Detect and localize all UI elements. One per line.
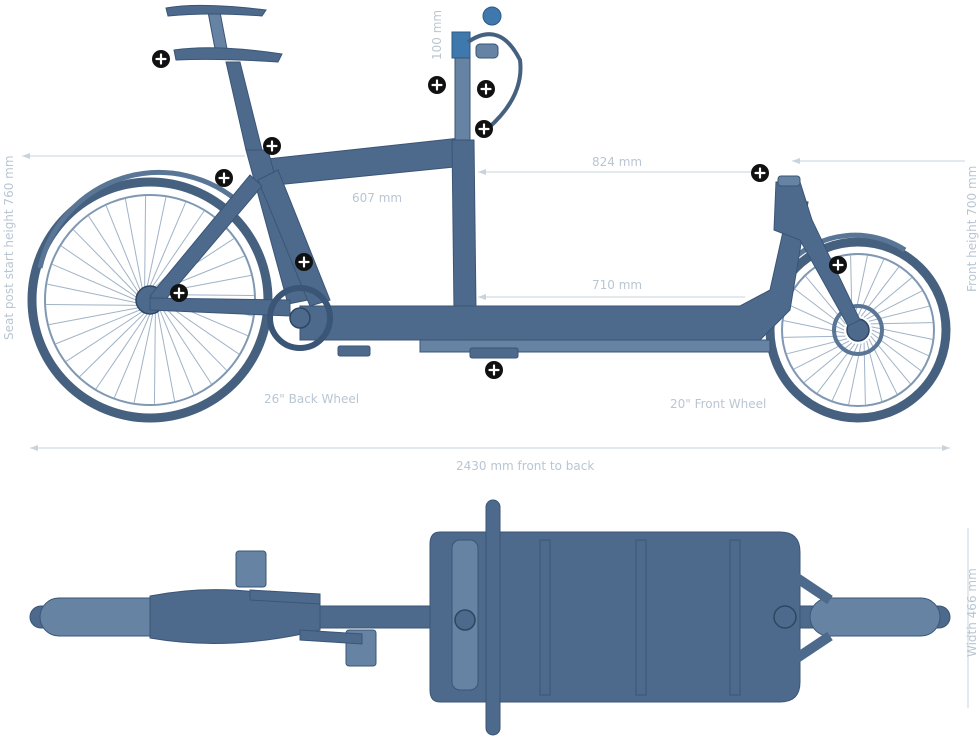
seat-post: [165, 4, 283, 151]
top-view-bike: [29, 499, 951, 736]
spoke: [95, 313, 148, 390]
spoke: [153, 312, 156, 404]
spoke: [161, 307, 212, 385]
hotspot-cargo-rack-plus-circle-icon[interactable]: [751, 164, 769, 182]
spoke: [159, 309, 195, 395]
hotspot-saddle-plus-circle-icon[interactable]: [152, 50, 170, 68]
rear-wheel-label: 26" Back Wheel: [264, 392, 359, 406]
hotspot-headset-plus-circle-icon[interactable]: [475, 120, 493, 138]
spoke: [60, 245, 137, 298]
hotspot-frame-joint-plus-circle-icon[interactable]: [215, 169, 233, 187]
hotspot-chainstay-plus-circle-icon[interactable]: [295, 253, 313, 271]
front-wheel-label: 20" Front Wheel: [670, 397, 766, 411]
dimension-lines: [22, 153, 969, 708]
cargo-lower-label: 710 mm: [592, 278, 642, 292]
spoke: [124, 198, 143, 289]
seat-post-height-label: Seat post start height 760 mm: [2, 155, 16, 340]
spoke: [73, 229, 138, 295]
spoke: [149, 202, 187, 287]
hotspot-seat-clamp-plus-circle-icon[interactable]: [263, 137, 281, 155]
overall-length-label: 2430 mm front to back: [456, 459, 594, 473]
hotspot-handlebar-left-plus-circle-icon[interactable]: [428, 76, 446, 94]
spoke: [48, 307, 139, 326]
spoke: [113, 313, 151, 398]
frame: [149, 6, 861, 359]
hotspot-rear-hub-plus-circle-icon[interactable]: [170, 284, 188, 302]
dimension-labels: 100 mm 607 mm 824 mm 710 mm 26" Back Whe…: [2, 10, 979, 657]
hotspot-kickstand-plus-circle-icon[interactable]: [485, 361, 503, 379]
front-height-label: Front height 700 mm: [965, 166, 979, 292]
spoke: [79, 312, 145, 377]
width-label: Width 466 mm: [965, 568, 979, 657]
spoke: [105, 205, 141, 291]
spoke: [88, 215, 139, 293]
spoke: [46, 303, 138, 306]
spoke: [152, 210, 205, 287]
hotspot-handlebar-right-plus-circle-icon[interactable]: [477, 80, 495, 98]
side-view-bike: [27, 4, 951, 423]
cargo-upper-label: 824 mm: [592, 155, 642, 169]
spoke: [157, 311, 176, 402]
stem-height-label: 100 mm: [430, 10, 444, 60]
spoke: [144, 196, 147, 288]
spoke: [162, 305, 227, 371]
spoke: [52, 263, 137, 301]
hotspot-front-fork-plus-circle-icon[interactable]: [829, 256, 847, 274]
spoke: [146, 197, 167, 287]
spoke: [65, 311, 143, 362]
hotspots: [152, 50, 847, 379]
spoke: [133, 313, 154, 403]
spoke: [47, 283, 137, 304]
spoke: [55, 309, 141, 345]
top-tube-label: 607 mm: [352, 191, 402, 205]
